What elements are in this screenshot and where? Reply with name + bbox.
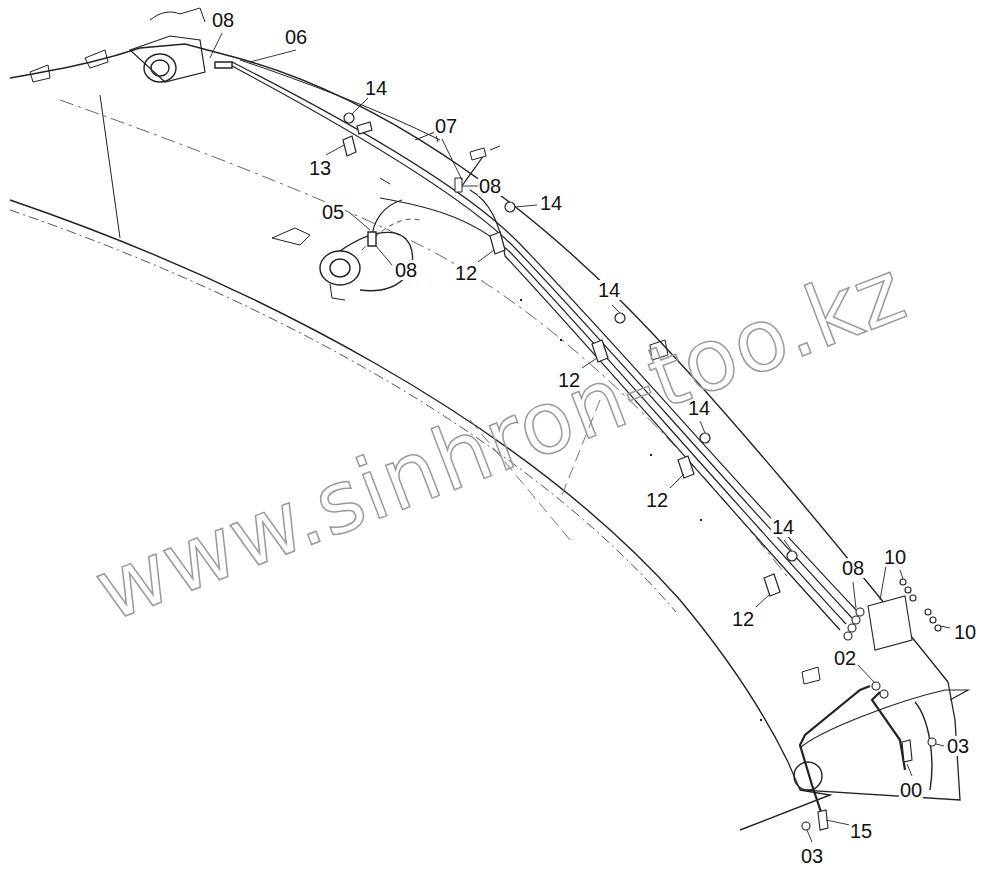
callout-number: 13: [308, 158, 332, 178]
callout-number: 08: [211, 10, 235, 30]
callout-number: 02: [833, 648, 857, 668]
callout-number: 06: [284, 27, 308, 47]
callout-number: 12: [731, 609, 755, 629]
callout-number: 07: [434, 116, 458, 136]
callout-number: 14: [539, 193, 563, 213]
callout-number: 14: [364, 78, 388, 98]
callout-number: 14: [771, 517, 795, 537]
callout-number: 12: [645, 490, 669, 510]
callout-number: 10: [953, 622, 977, 642]
callout-number: 03: [946, 736, 970, 756]
callout-number: 15: [849, 821, 873, 841]
callout-number: 05: [321, 202, 345, 222]
callout-number: 00: [899, 780, 923, 800]
callout-number: 08: [841, 558, 865, 578]
callout-number: 14: [597, 280, 621, 300]
callout-number: 08: [478, 176, 502, 196]
callout-number: 03: [800, 846, 824, 866]
callout-number: 08: [394, 260, 418, 280]
callout-number: 12: [454, 263, 478, 283]
callout-number: 10: [883, 547, 907, 567]
